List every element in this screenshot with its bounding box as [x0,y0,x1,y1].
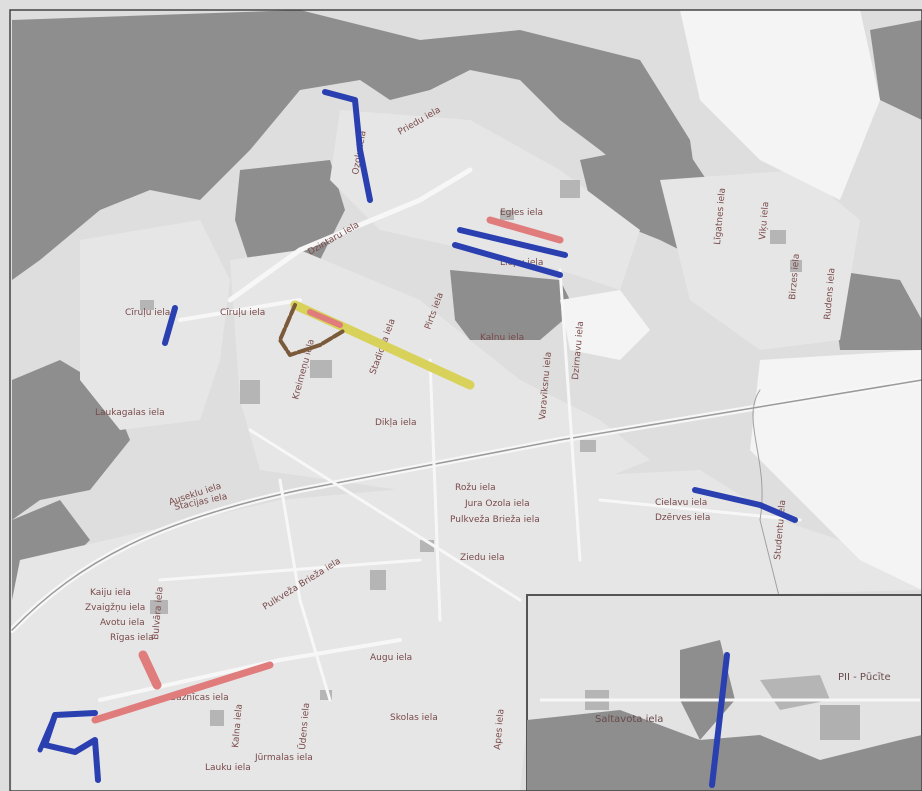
street-label: Apes iela [493,709,507,751]
street-label: Zvaigžņu iela [85,603,145,613]
buildings [140,180,802,726]
route-blue-north [322,89,373,203]
street-label: Jura Ozola iela [464,499,530,509]
street-label: Kaiju iela [90,588,131,598]
route-blue-right [692,487,798,523]
street-label: Rudens iela [823,267,838,320]
street-label: Laukagalas iela [95,408,165,418]
street-label: Pulkveža Brieža iela [450,515,540,525]
street-label: Avotu iela [100,618,145,628]
street-label: Baznīcas iela [170,693,229,703]
street-label: Dikļa iela [375,418,417,428]
inset-route-blue [709,652,730,788]
route-blue-bottom-loop [42,710,101,783]
open-areas [560,10,922,590]
inset-map: Saltavota iela PII - Pūcīte [526,594,922,791]
street-label: Kalna iela [231,704,245,749]
street-label: Viķu iela [758,201,771,240]
route-brown-loop [278,303,347,357]
street-label: Augu iela [370,653,412,663]
street-label: Birzes iela [788,253,802,300]
route-blue-bar-1 [457,227,568,258]
street-label: Rīgas iela [110,633,154,643]
street-label: Dzērves iela [655,513,710,523]
street-label: Kalnu iela [480,333,524,343]
route-red-bottom [91,661,274,724]
street-label: Bulvāra iela [151,586,166,640]
route-blue-left [162,305,178,346]
street-label: Cīruļu iela [125,308,170,318]
street-label: Ūdens iela [297,702,312,750]
route-red-short [307,309,343,328]
street-label: Līgatnes iela [713,187,728,245]
urban-areas [12,110,922,791]
inset-label-left: Saltavota iela [595,714,663,725]
street-label: Skolas iela [390,713,438,723]
street-label: Egles iela [500,208,543,218]
route-blue-bar-2 [452,242,563,278]
roads [9,167,922,702]
map-frame [9,9,922,791]
street-label: Cielavu iela [655,498,707,508]
street-label: Lauku iela [205,763,251,773]
route-red-bottom-stub [138,650,162,690]
street-label: Rožu iela [455,483,496,493]
street-label: Jūrmalas iela [254,753,313,763]
street-label: Ziedu iela [460,553,505,563]
street-label: Cīruļu iela [220,308,265,318]
inset-label-right: PII - Pūcīte [838,672,891,683]
highlighted-routes [37,89,798,783]
route-red-top [486,216,564,244]
